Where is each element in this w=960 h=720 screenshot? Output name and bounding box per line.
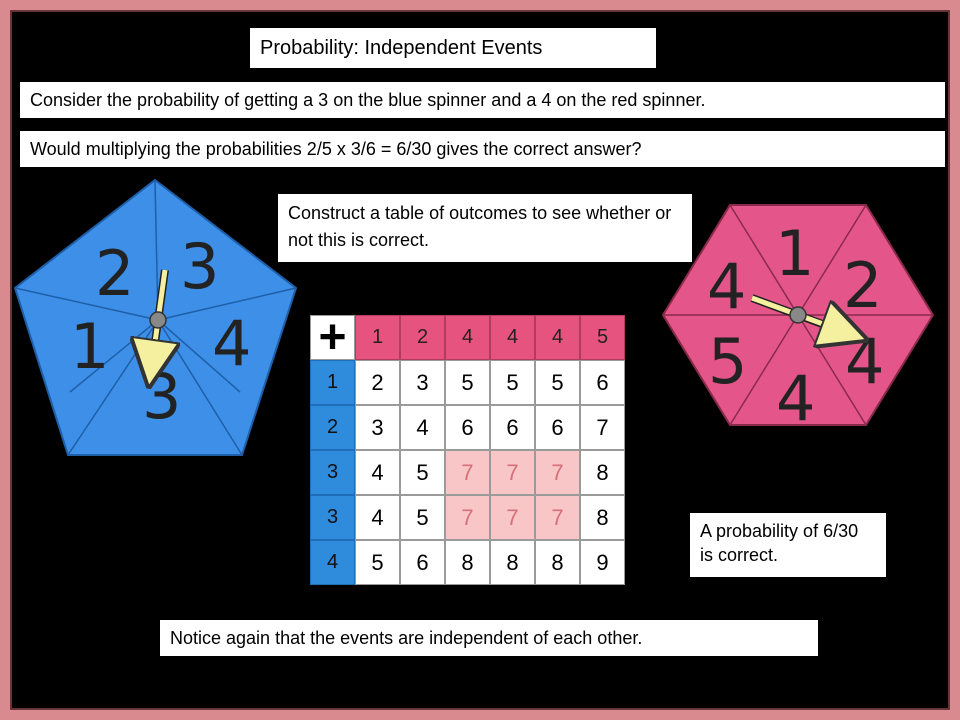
highlighted-outcome-cell: 7: [490, 495, 535, 540]
table-cell: 7: [580, 405, 625, 450]
red-spinner-number: 1: [775, 217, 814, 290]
table-cell: 8: [535, 540, 580, 585]
notice-text: Notice again that the events are indepen…: [160, 620, 818, 656]
column-header: 4: [445, 315, 490, 360]
column-header: 5: [580, 315, 625, 360]
table-operator: +: [310, 311, 355, 364]
question-text: Consider the probability of getting a 3 …: [20, 82, 945, 118]
table-cell: 6: [535, 405, 580, 450]
blue-spinner-number: 4: [212, 307, 251, 380]
highlighted-outcome-cell: 7: [535, 495, 580, 540]
highlighted-outcome-cell: 7: [445, 495, 490, 540]
instruction-text: Construct a table of outcomes to see whe…: [278, 194, 692, 262]
table-cell: 8: [445, 540, 490, 585]
blue-spinner-number: 3: [180, 230, 219, 303]
table-cell: 8: [580, 495, 625, 540]
red-spinner-number: 2: [843, 249, 882, 322]
row-header: 3: [310, 495, 355, 540]
row-header: 4: [310, 540, 355, 585]
column-header: 4: [535, 315, 580, 360]
table-cell: 6: [445, 405, 490, 450]
row-header: 3: [310, 450, 355, 495]
row-header: 1: [310, 360, 355, 405]
table-cell: 5: [400, 495, 445, 540]
red-spinner-number: 4: [776, 362, 815, 435]
blue-spinner-number: 2: [95, 237, 134, 310]
table-cell: 3: [400, 360, 445, 405]
blue-spinner-pointer: [150, 269, 166, 372]
multiplication-question: Would multiplying the probabilities 2/5 …: [20, 131, 945, 167]
table-cell: 4: [400, 405, 445, 450]
table-cell: 5: [490, 360, 535, 405]
table-cell: 4: [355, 450, 400, 495]
slide-inner-border: [10, 10, 950, 710]
table-cell: 6: [490, 405, 535, 450]
table-cell: 4: [355, 495, 400, 540]
table-cell: 6: [580, 360, 625, 405]
column-header: 1: [355, 315, 400, 360]
column-header: 2: [400, 315, 445, 360]
blue-spinner-number: 1: [70, 310, 109, 383]
red-spinner-number: 4: [707, 250, 746, 323]
table-cell: 2: [355, 360, 400, 405]
column-header: 4: [490, 315, 535, 360]
table-cell: 5: [445, 360, 490, 405]
table-cell: 5: [400, 450, 445, 495]
red-spinner-number: 5: [708, 325, 747, 398]
red-spinner-pointer: [750, 294, 852, 335]
table-cell: 8: [580, 450, 625, 495]
conclusion-text: A probability of 6/30 is correct.: [690, 513, 886, 577]
table-cell: 5: [355, 540, 400, 585]
highlighted-outcome-cell: 7: [490, 450, 535, 495]
highlighted-outcome-cell: 7: [445, 450, 490, 495]
row-header: 2: [310, 405, 355, 450]
table-cell: 3: [355, 405, 400, 450]
table-cell: 6: [400, 540, 445, 585]
table-cell: 8: [490, 540, 535, 585]
page-title: Probability: Independent Events: [250, 28, 656, 68]
table-cell: 5: [535, 360, 580, 405]
highlighted-outcome-cell: 7: [535, 450, 580, 495]
table-cell: 9: [580, 540, 625, 585]
